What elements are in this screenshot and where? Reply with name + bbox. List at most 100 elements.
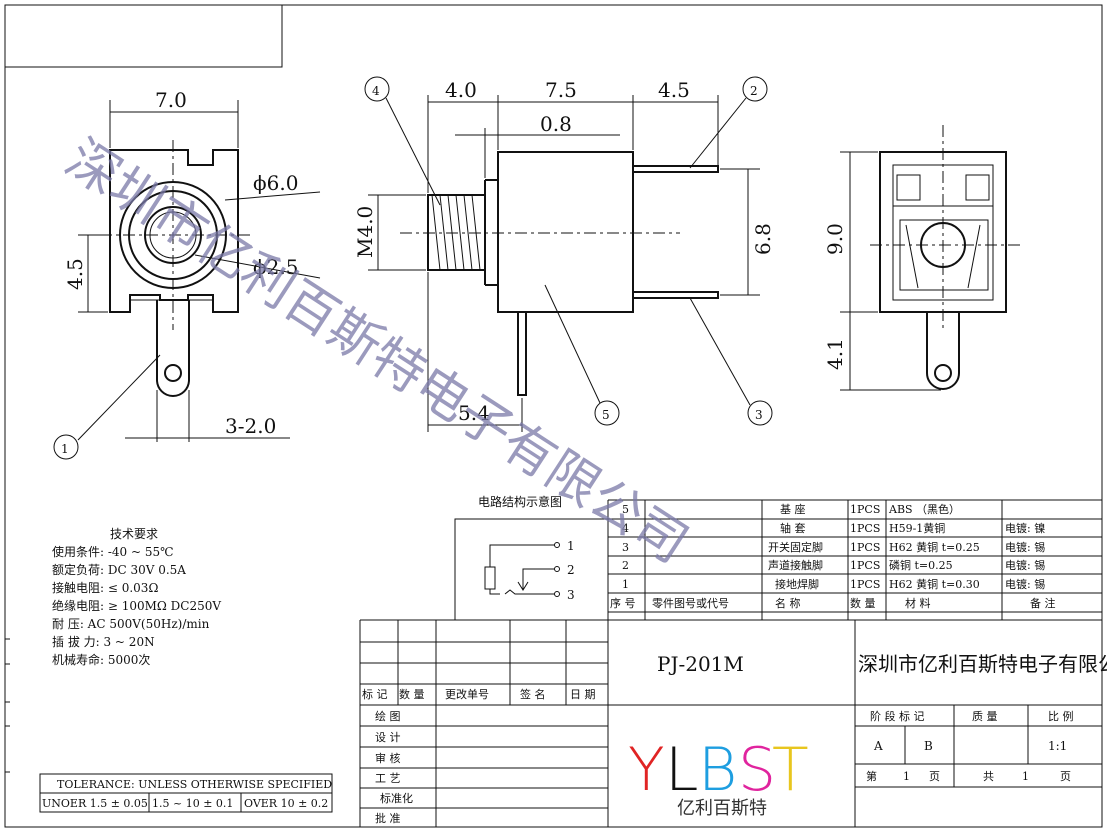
bom-table: 5 基 座 1PCS ABS （黑色） 4 轴 套 1PCS H59-1黄铜 电…	[607, 499, 1102, 620]
svg-text:页: 页	[929, 770, 940, 783]
callout-2	[742, 76, 768, 102]
svg-text:名 称: 名 称	[775, 596, 801, 610]
svg-text:1: 1	[903, 770, 910, 783]
svg-text:5: 5	[602, 408, 610, 422]
svg-text:3: 3	[755, 408, 763, 422]
dim-pin-pitch: 3-2.0	[225, 414, 276, 438]
title-block: 标 记 数 量 更改单号 签 名 日 期 绘 图 设 计 审 核 工 艺 标准化…	[359, 619, 1107, 827]
svg-text:H59-1黄铜: H59-1黄铜	[889, 521, 945, 535]
svg-text:B: B	[924, 739, 933, 753]
svg-text:4: 4	[622, 522, 629, 535]
svg-text:3: 3	[622, 541, 629, 554]
svg-text:工 艺: 工 艺	[375, 772, 401, 785]
front-body	[109, 149, 239, 313]
svg-text:机械寿命: 5000次: 机械寿命: 5000次	[52, 652, 150, 667]
callout-3	[747, 400, 773, 426]
bom-row-5: 5 基 座 1PCS ABS （黑色）	[622, 502, 960, 516]
svg-text:比 例: 比 例	[1048, 709, 1074, 723]
svg-text:B: B	[698, 735, 737, 805]
svg-text:开关固定脚: 开关固定脚	[768, 540, 823, 554]
svg-text:2: 2	[567, 563, 575, 577]
svg-text:数 量: 数 量	[399, 688, 425, 701]
svg-text:2: 2	[622, 559, 629, 572]
svg-text:电镀: 镍: 电镀: 镍	[1005, 521, 1045, 535]
svg-text:数 量: 数 量	[850, 597, 876, 610]
svg-text:1PCS: 1PCS	[850, 503, 880, 516]
dim-side-b: 7.5	[545, 78, 577, 102]
dim-end-height: 9.0	[823, 223, 847, 255]
callout-5	[594, 400, 620, 426]
bom-row-2: 2 声道接触脚 1PCS 磷铜 t=0.25 电镀: 锡	[622, 558, 1045, 572]
corner-box	[5, 5, 283, 68]
tech-title: 技术要求	[110, 527, 158, 541]
svg-text:ABS （黑色）: ABS （黑色）	[888, 502, 960, 516]
svg-text:1.5 ~ 10 ± 0.1: 1.5 ~ 10 ± 0.1	[152, 797, 233, 810]
watermark: 深圳市亿利百斯特电子有限公司	[55, 129, 698, 576]
svg-text:共: 共	[983, 770, 994, 783]
svg-text:电镀: 锡: 电镀: 锡	[1005, 540, 1045, 554]
dim-side-c: 4.5	[658, 78, 690, 102]
dim-side-a: 4.0	[445, 78, 477, 102]
svg-text:磷铜 t=0.25: 磷铜 t=0.25	[889, 558, 953, 572]
bom-row-4: 4 轴 套 1PCS H59-1黄铜 电镀: 镍	[622, 521, 1045, 535]
dim-front-inner-dia: ϕ2.5	[253, 255, 298, 279]
svg-text:TOLERANCE: UNLESS OTHERWISE SP: TOLERANCE: UNLESS OTHERWISE SPECIFIED	[57, 778, 332, 791]
side-view: 4.0 7.5 4.5 0.8 M4.0 6.8 5.4 4 2 3 5	[353, 76, 775, 432]
svg-text:3: 3	[567, 588, 575, 602]
svg-text:质 量: 质 量	[972, 710, 998, 723]
svg-text:签 名: 签 名	[520, 687, 546, 701]
svg-text:T: T	[772, 735, 809, 805]
svg-text:电镀: 锡: 电镀: 锡	[1005, 558, 1045, 572]
svg-text:阶 段 标 记: 阶 段 标 记	[870, 709, 925, 723]
dim-side-height: 6.8	[751, 223, 775, 255]
svg-text:页: 页	[1060, 770, 1071, 783]
dim-thread: M4.0	[353, 206, 377, 258]
svg-text:材 料: 材 料	[905, 596, 931, 610]
svg-text:接触电阻: ≤ 0.03Ω: 接触电阻: ≤ 0.03Ω	[52, 580, 158, 595]
dim-front-height: 4.5	[63, 258, 87, 290]
svg-text:零件图号或代号: 零件图号或代号	[652, 597, 729, 610]
svg-text:1PCS: 1PCS	[850, 522, 880, 535]
svg-text:1: 1	[622, 578, 629, 591]
svg-text:H62 黄铜 t=0.25: H62 黄铜 t=0.25	[889, 540, 980, 554]
callout-4	[364, 76, 390, 102]
svg-text:插 拔 力: 3 ~ 20N: 插 拔 力: 3 ~ 20N	[52, 634, 155, 649]
svg-text:备 注: 备 注	[1030, 596, 1056, 610]
sheet-border	[4, 4, 1103, 828]
svg-text:更改单号: 更改单号	[445, 687, 489, 701]
svg-text:电镀: 锡: 电镀: 锡	[1005, 577, 1045, 591]
dim-side-d: 0.8	[540, 112, 572, 136]
svg-text:S: S	[738, 735, 776, 805]
logo-cn: 亿利百斯特	[677, 798, 767, 819]
svg-text:1: 1	[1022, 770, 1029, 783]
bom-row-1: 1 接地焊脚 1PCS H62 黄铜 t=0.30 电镀: 锡	[622, 577, 1045, 591]
tech-requirements: 技术要求 使用条件: -40 ~ 55℃ 额定负荷: DC 30V 0.5A 接…	[52, 527, 221, 667]
callout-1	[53, 434, 79, 460]
svg-text:批 准: 批 准	[375, 811, 401, 825]
tolerance-table: TOLERANCE: UNLESS OTHERWISE SPECIFIED UN…	[39, 773, 333, 813]
svg-text:接地焊脚: 接地焊脚	[775, 577, 819, 591]
svg-text:OVER 10 ± 0.2: OVER 10 ± 0.2	[244, 797, 328, 810]
company-name: 深圳市亿利百斯特电子有限公司	[858, 652, 1107, 676]
pin-bottom	[517, 312, 527, 396]
svg-text:序 号: 序 号	[610, 596, 636, 610]
svg-text:1:1: 1:1	[1048, 739, 1067, 753]
svg-text:额定负荷: DC 30V 0.5A: 额定负荷: DC 30V 0.5A	[52, 562, 186, 577]
bom-header: 序 号 零件图号或代号 名 称 数 量 材 料 备 注	[610, 596, 1056, 610]
dim-front-width: 7.0	[155, 88, 187, 112]
svg-text:绝缘电阻: ≥ 100MΩ DC250V: 绝缘电阻: ≥ 100MΩ DC250V	[52, 598, 221, 613]
pin-2	[633, 165, 719, 173]
svg-text:使用条件: -40 ~ 55℃: 使用条件: -40 ~ 55℃	[52, 544, 174, 559]
dim-front-outer-dia: ϕ6.0	[253, 171, 298, 195]
svg-text:1: 1	[567, 539, 575, 553]
dim-end-pin: 4.1	[823, 338, 847, 370]
circuit-title: 电路结构示意图	[478, 494, 562, 509]
company-logo: Y L B S T 亿利百斯特	[628, 735, 809, 819]
svg-text:设 计: 设 计	[375, 731, 401, 744]
svg-text:1PCS: 1PCS	[850, 578, 880, 591]
svg-text:标准化: 标准化	[380, 791, 413, 805]
dim-side-pin: 5.4	[458, 401, 490, 425]
end-view: 9.0 4.1	[823, 125, 1020, 391]
pin-3	[633, 291, 719, 299]
svg-text:1: 1	[61, 442, 69, 456]
